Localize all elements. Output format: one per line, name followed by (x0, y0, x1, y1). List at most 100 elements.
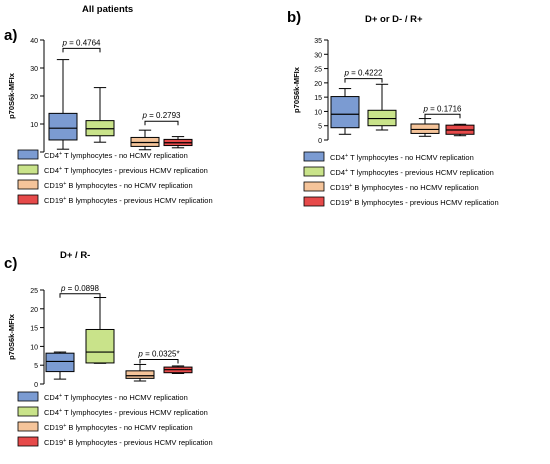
y-tick-label: 15 (314, 95, 322, 102)
legend-label: CD19+ B lymphocytes - no HCMV replicatio… (44, 181, 193, 190)
legend-label: CD4+ T lymphocytes - no HCMV replication (44, 151, 188, 160)
bracket-line (139, 359, 179, 364)
legend-item: CD4+ T lymphocytes - previous HCMV repli… (17, 406, 208, 417)
y-axis-label: p70S6k-MFIx (292, 66, 301, 113)
legend-label: CD4+ T lymphocytes - previous HCMV repli… (44, 408, 208, 417)
legend-swatch (303, 181, 325, 192)
y-tick-label: 10 (30, 122, 38, 129)
legend-item: CD4+ T lymphocytes - no HCMV replication (17, 149, 188, 160)
comparison-bracket: p = 0.0325* (137, 350, 180, 364)
legend-item: CD19+ B lymphocytes - previous HCMV repl… (17, 436, 213, 447)
legend-swatch (17, 194, 39, 205)
legend-label: CD19+ B lymphocytes - previous HCMV repl… (44, 196, 213, 205)
p-value-label: p = 0.4222 (343, 69, 383, 78)
legend-swatch (303, 151, 325, 162)
legend-swatch (17, 406, 39, 417)
legend-swatch (303, 196, 325, 207)
comparison-bracket: p = 0.4764 (61, 38, 101, 53)
y-tick-label: 5 (34, 363, 38, 370)
legend: CD4+ T lymphocytes - no HCMV replication… (17, 391, 213, 447)
p-value-label: p = 0.0325* (137, 350, 179, 359)
legend-item: CD19+ B lymphocytes - no HCMV replicatio… (17, 179, 193, 190)
p-value-label: p = 0.4764 (61, 38, 101, 47)
box-3 (410, 118, 440, 137)
y-tick-label: 10 (314, 109, 322, 116)
y-tick-label: 25 (314, 67, 322, 74)
bracket-line (62, 47, 101, 53)
box-iqr (330, 96, 360, 129)
bracket-line (344, 78, 383, 83)
legend-label: CD4+ T lymphocytes - no HCMV replication (44, 393, 188, 402)
box-2 (85, 297, 115, 364)
y-tick-label: 20 (30, 94, 38, 101)
comparison-bracket: p = 0.0898 (59, 284, 101, 298)
legend-swatch (17, 436, 39, 447)
comparison-bracket: p = 0.1716 (422, 104, 462, 119)
box-iqr (125, 370, 155, 379)
box-iqr (410, 123, 440, 134)
legend-swatch (303, 166, 325, 177)
box-4 (163, 136, 193, 149)
y-tick-label: 5 (318, 124, 322, 131)
legend-swatch (17, 391, 39, 402)
box-2 (367, 83, 397, 131)
bracket-line (424, 113, 461, 119)
legend-label: CD19+ B lymphocytes - no HCMV replicatio… (330, 183, 479, 192)
legend-swatch (17, 179, 39, 190)
y-tick-label: 30 (314, 52, 322, 59)
legend: CD4+ T lymphocytes - no HCMV replication… (303, 151, 499, 207)
legend-item: CD4+ T lymphocytes - no HCMV replication (17, 391, 188, 402)
box-3 (130, 129, 160, 151)
y-tick-label: 35 (314, 38, 322, 45)
y-axis-label: p70S6k-MFIx (7, 72, 16, 119)
p-value-label: p = 0.2793 (141, 111, 181, 120)
box-iqr (45, 352, 75, 373)
y-tick-label: 30 (30, 66, 38, 73)
legend-swatch (17, 421, 39, 432)
legend: CD4+ T lymphocytes - no HCMV replication… (17, 149, 213, 205)
panel-title: D+ / R- (60, 250, 90, 261)
y-tick-label: 0 (34, 382, 38, 389)
box-4 (445, 123, 475, 137)
box-3 (125, 363, 155, 382)
panel-title: D+ or D- / R+ (365, 14, 423, 25)
bracket-line (59, 293, 101, 298)
y-tick-label: 0 (318, 138, 322, 145)
y-tick-label: 20 (30, 307, 38, 314)
legend-swatch (17, 164, 39, 175)
p-value-label: p = 0.0898 (60, 284, 100, 293)
box-2 (85, 87, 115, 143)
y-tick-label: 10 (30, 344, 38, 351)
legend-label: CD19+ B lymphocytes - previous HCMV repl… (330, 198, 499, 207)
comparison-bracket: p = 0.2793 (141, 111, 181, 126)
box-1 (330, 88, 360, 135)
box-1 (48, 59, 78, 150)
box-iqr (85, 328, 115, 364)
panel-label: b) (287, 9, 301, 26)
panel-label: c) (4, 255, 17, 272)
y-tick-label: 40 (30, 38, 38, 45)
panel-2: b) D+ or D- / R+ 0 5 10 15 20 25 30 35 p70S6k-MFIx… (287, 9, 499, 207)
legend-label: CD19+ B lymphocytes - no HCMV replicatio… (44, 423, 193, 432)
panel-label: a) (4, 27, 17, 44)
legend-label: CD4+ T lymphocytes - previous HCMV repli… (330, 168, 494, 177)
legend-label: CD4+ T lymphocytes - no HCMV replication (330, 153, 474, 162)
y-tick-label: 15 (30, 326, 38, 333)
p-value-label: p = 0.1716 (422, 104, 462, 113)
legend-item: CD19+ B lymphocytes - no HCMV replicatio… (17, 421, 193, 432)
legend-item: CD4+ T lymphocytes - previous HCMV repli… (17, 164, 208, 175)
legend-item: CD19+ B lymphocytes - previous HCMV repl… (303, 196, 499, 207)
legend-item: CD4+ T lymphocytes - previous HCMV repli… (303, 166, 494, 177)
legend-item: CD19+ B lymphocytes - previous HCMV repl… (17, 194, 213, 205)
box-4 (163, 365, 193, 374)
y-tick-label: 20 (314, 81, 322, 88)
legend-swatch (17, 149, 39, 160)
bracket-line (144, 120, 179, 126)
legend-label: CD19+ B lymphocytes - previous HCMV repl… (44, 438, 213, 447)
legend-label: CD4+ T lymphocytes - previous HCMV repli… (44, 166, 208, 175)
box-1 (45, 351, 75, 380)
legend-item: CD4+ T lymphocytes - no HCMV replication (303, 151, 474, 162)
